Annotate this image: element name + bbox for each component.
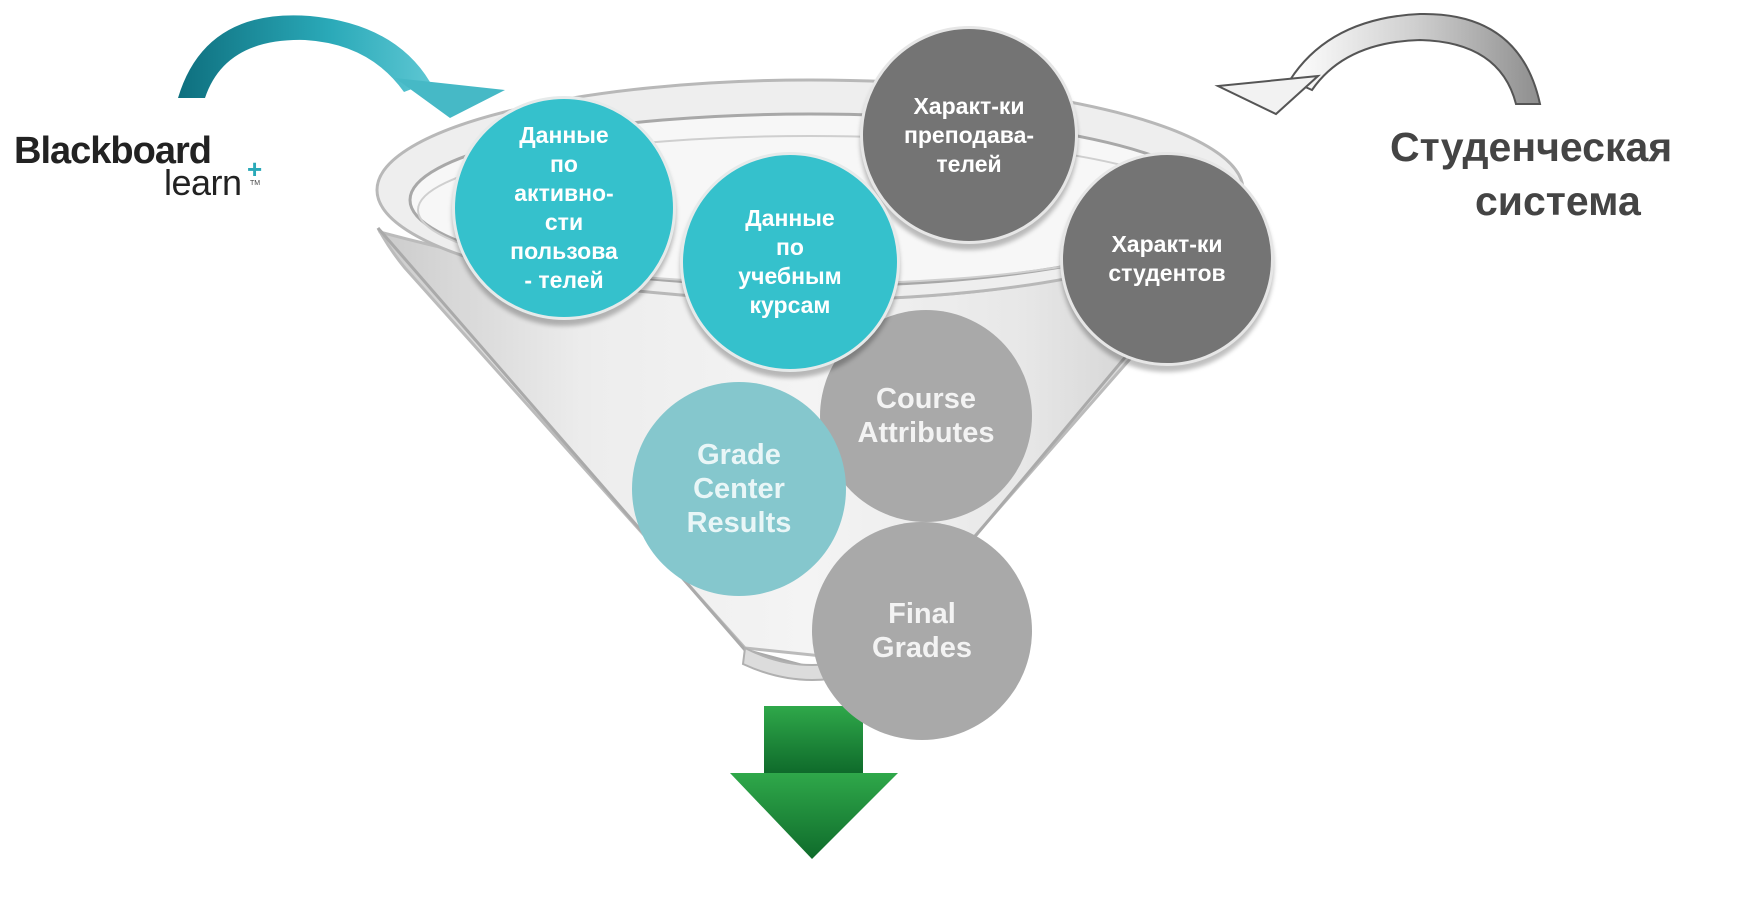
logo-tm: TM: [250, 180, 261, 187]
student-system-label: Студенческая система: [1390, 120, 1760, 228]
bubble-students-label: Характ-ки студентов: [1108, 231, 1226, 286]
teal-curved-arrow-icon: [178, 15, 505, 118]
student-system-line2: система: [1475, 178, 1641, 224]
bubble-activity-label: Данные по активно- сти пользова - телей: [510, 122, 618, 293]
student-system-line1: Студенческая: [1390, 124, 1673, 170]
bubble-teachers-label: Характ-ки преподава- телей: [903, 92, 1035, 177]
green-down-arrow-icon: [730, 706, 898, 859]
bubble-user-activity-data: Данные по активно- сти пользова - телей: [452, 96, 676, 320]
bubble-student-characteristics: Характ-ки студентов: [1060, 152, 1274, 366]
bubble-final-grades-label: Final Grades: [872, 598, 972, 664]
bubble-final-grades: Final Grades: [812, 522, 1032, 740]
logo-plus: +: [247, 154, 263, 184]
logo-word: Blackboard: [14, 130, 212, 172]
blackboard-learn-logo: Blackboard learn + TM: [14, 130, 274, 220]
bubble-course-attributes-label: Course Attributes: [857, 383, 995, 449]
bubble-grade-center-label: Grade Center Results: [686, 439, 792, 539]
bubble-grade-center-results: Grade Center Results: [632, 382, 846, 596]
logo-sub: learn: [164, 162, 242, 203]
bubble-course-data: Данные по учебным курсам: [680, 152, 900, 372]
bubble-courses-label: Данные по учебным курсам: [738, 205, 842, 318]
bubble-teacher-characteristics: Характ-ки преподава- телей: [860, 26, 1078, 244]
grey-curved-arrow-icon: [1214, 12, 1542, 116]
